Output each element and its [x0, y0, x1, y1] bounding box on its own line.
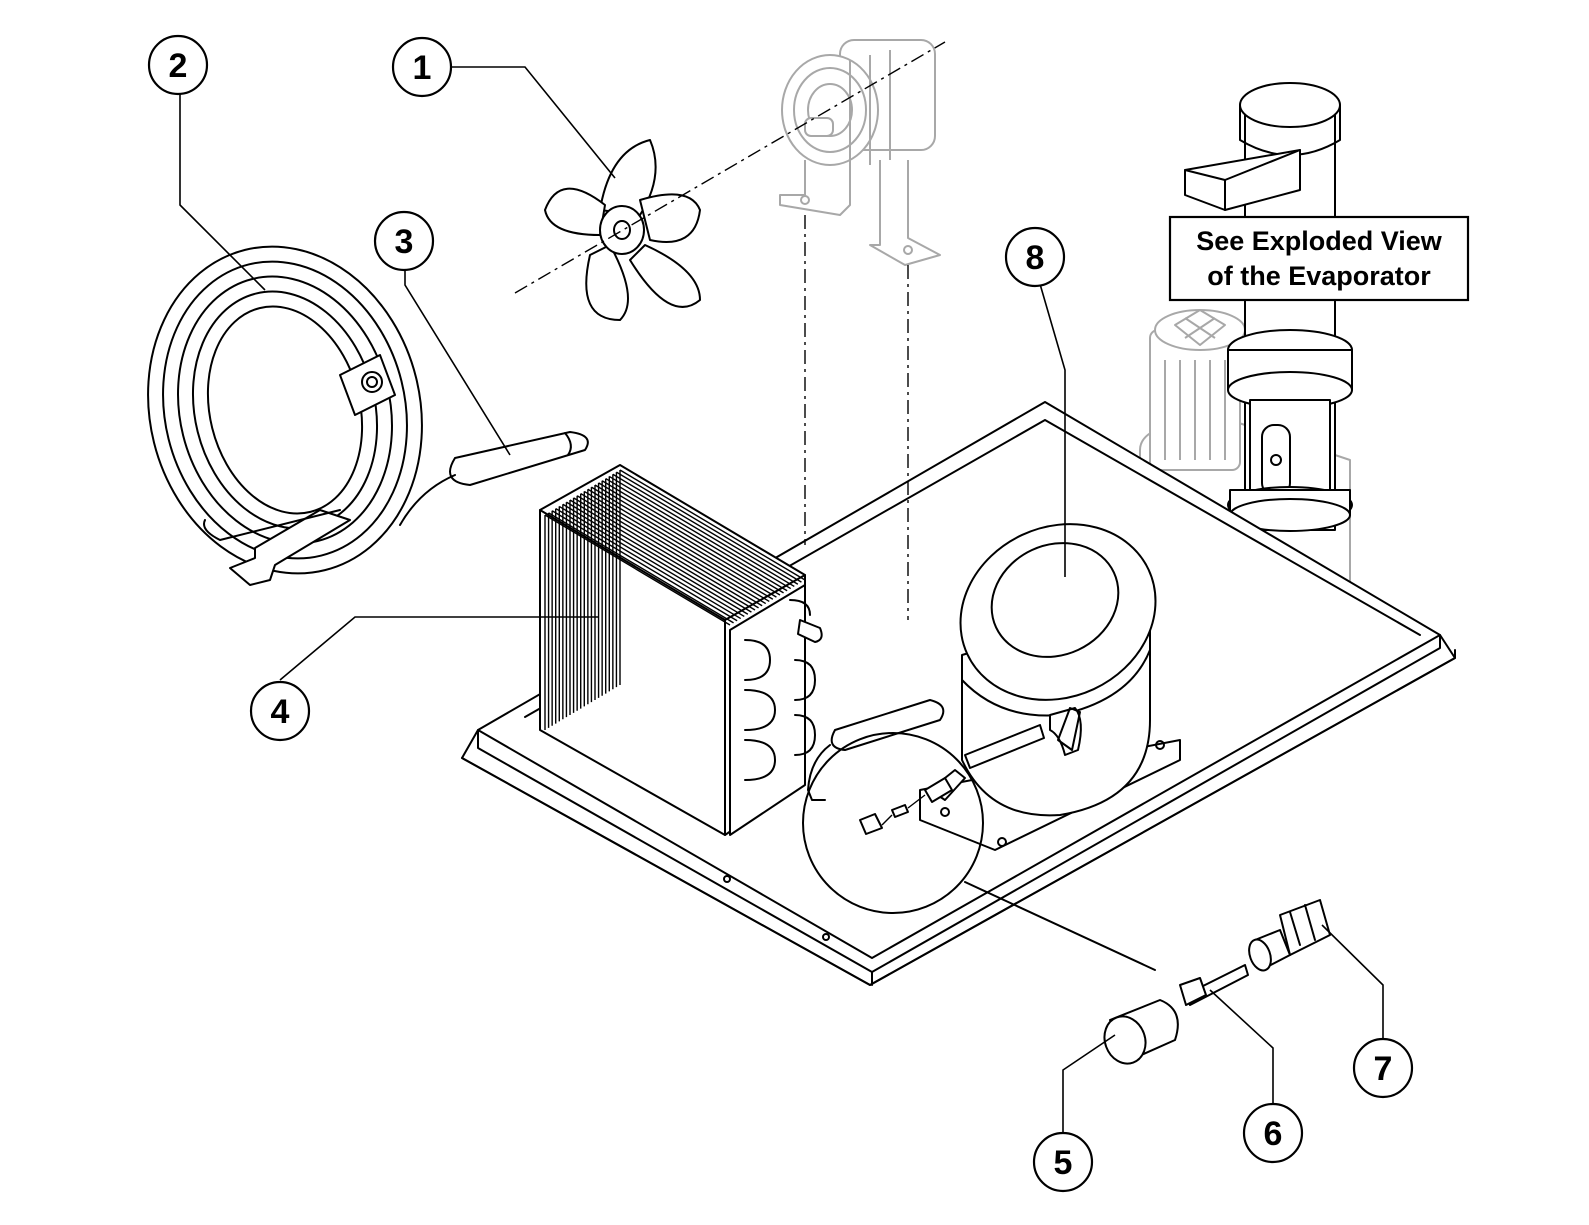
- callout-4: 4: [249, 680, 311, 742]
- condenser-fin: [551, 510, 738, 726]
- condenser-fin: [590, 486, 777, 703]
- condenser-fin: [565, 501, 752, 718]
- condenser-fin: [615, 471, 802, 688]
- condenser-fin: [580, 492, 767, 709]
- leader-lines: [179, 66, 1384, 1135]
- base-plate: [461, 401, 1456, 986]
- condenser-fin: [544, 514, 731, 730]
- condenser-fin: [619, 469, 806, 685]
- condenser-fin: [608, 475, 795, 692]
- detail-circle: [802, 732, 1156, 971]
- condenser-fin: [583, 490, 770, 707]
- callout-6-label: 6: [1264, 1115, 1283, 1153]
- callout-2: 2: [147, 34, 209, 96]
- compressor: [919, 523, 1181, 851]
- callout-1-label: 1: [413, 49, 432, 87]
- condenser-fin: [562, 503, 749, 720]
- condenser-fin: [576, 495, 763, 711]
- drier-tubing: [807, 699, 945, 801]
- callout-7: 7: [1352, 1037, 1414, 1099]
- evaporator-note-box: See Exploded View of the Evaporator: [1168, 215, 1470, 302]
- condenser-fin: [601, 480, 788, 696]
- callout-3-label: 3: [395, 223, 414, 261]
- condenser-fin: [605, 477, 792, 694]
- callout-4-label: 4: [271, 693, 290, 731]
- condenser-fin: [587, 488, 774, 705]
- callout-7-label: 7: [1374, 1050, 1393, 1088]
- note-line-2: of the Evaporator: [1207, 261, 1431, 291]
- fan-blade: [514, 41, 946, 321]
- callout-6: 6: [1242, 1102, 1304, 1164]
- capillary-bulb: [399, 431, 589, 526]
- condenser: [539, 464, 823, 836]
- condenser-fin: [612, 473, 799, 690]
- part-7-nut: [1248, 899, 1331, 972]
- condenser-fin: [594, 484, 781, 700]
- callout-1: 1: [391, 36, 453, 98]
- note-line-1: See Exploded View: [1196, 226, 1443, 256]
- part-5-drier: [1103, 999, 1179, 1065]
- condenser-fin: [547, 512, 734, 728]
- callout-2-label: 2: [169, 47, 188, 85]
- condenser-fin: [555, 507, 742, 724]
- part-6-fitting: [1179, 964, 1249, 1006]
- fan-motor-ghost: [779, 39, 941, 266]
- callout-5-label: 5: [1054, 1144, 1073, 1182]
- callout-5: 5: [1032, 1131, 1094, 1193]
- tube-coil: [147, 245, 423, 586]
- condenser-fin: [569, 499, 756, 715]
- condenser-fin: [597, 482, 784, 698]
- condenser-fin: [558, 505, 745, 722]
- callout-8-label: 8: [1026, 239, 1045, 277]
- evaporator-column: [1184, 82, 1353, 532]
- callout-8: 8: [1004, 226, 1066, 288]
- condenser-fin: [572, 497, 759, 713]
- callout-3: 3: [373, 210, 435, 272]
